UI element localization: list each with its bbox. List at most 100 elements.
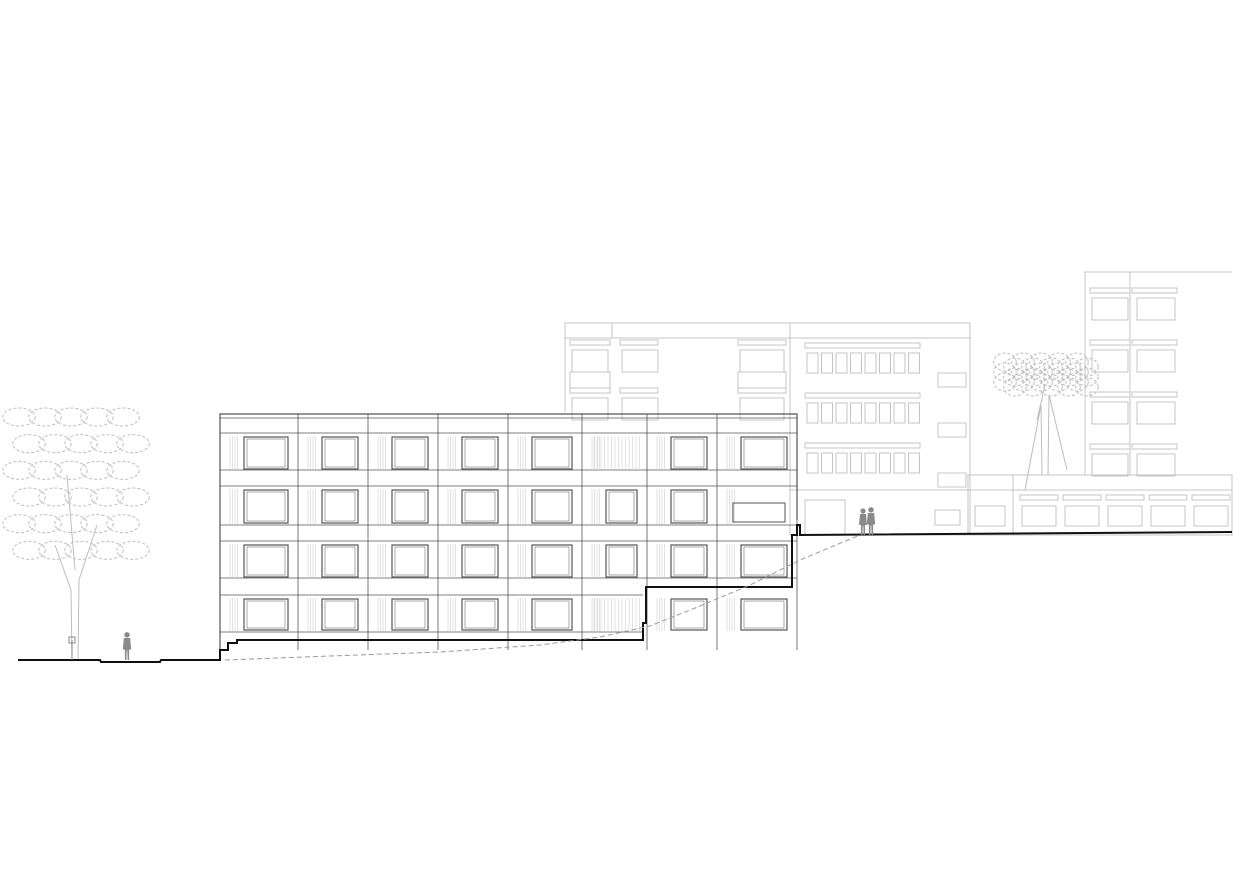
window [908,452,920,474]
trunk [1024,404,1043,491]
window [243,489,289,524]
window [670,544,708,578]
window-frame [534,546,570,576]
foliage [2,514,36,534]
window [571,397,609,421]
foliage [54,514,88,534]
window [670,436,708,470]
window [1021,505,1057,527]
foliage [12,487,46,507]
balcony-band [1131,287,1178,294]
outline [564,322,790,412]
sign [68,636,76,644]
foliage [1075,377,1099,397]
window [461,436,499,470]
tree-left [2,407,150,661]
human-figures [68,507,876,660]
foliage [64,487,98,507]
foliage [28,514,62,534]
window [821,402,833,424]
signpost [68,636,76,660]
window [740,436,788,470]
window [461,489,499,524]
foliage [38,540,72,560]
window [893,352,906,374]
window [1136,453,1176,477]
window [893,452,906,474]
window-frame [246,546,286,576]
window [879,352,891,374]
foliage [106,514,140,534]
window-frame [743,600,785,629]
foliage [12,434,46,454]
balcony-band [619,387,659,394]
foliage [80,514,114,534]
window [391,436,429,470]
head [868,507,874,513]
window [864,402,877,424]
foliage [80,460,114,480]
window [879,452,891,474]
balcony-band [1131,443,1178,450]
balcony-band [569,339,611,346]
window-frame [324,438,356,468]
background-buildings [564,271,1233,536]
balcony-band [737,339,787,346]
balcony-band [1131,391,1178,398]
foliage [1039,367,1063,387]
foliage [1039,357,1063,377]
foliage [28,407,62,427]
window [1064,505,1100,527]
window [321,598,359,631]
window-frame [246,600,286,629]
body [122,637,132,660]
window [531,436,573,470]
window [739,349,785,373]
window-frame [608,546,635,576]
window-frame [324,491,356,522]
window [893,402,906,424]
window-frame [394,600,426,629]
window [974,505,1006,527]
window [821,352,833,374]
band [1148,494,1188,501]
window [806,352,819,374]
foliage [54,407,88,427]
window [835,352,848,374]
balcony-band [569,387,611,394]
balcony-band [1131,339,1178,346]
foliage [116,487,150,507]
window [835,402,848,424]
foliage [1021,367,1045,387]
foliage [1075,367,1099,387]
foliage [90,487,124,507]
terrain [18,524,1233,663]
window [1091,453,1129,477]
window-frame [673,438,705,468]
window [1091,349,1129,373]
body [859,514,867,535]
window-frame [246,438,286,468]
entrance-door [804,499,846,536]
door-panel [732,502,786,523]
balcony-band [1089,339,1131,346]
foliage [2,460,36,480]
window-frame [743,546,785,576]
window-frame [608,491,635,522]
window [321,544,359,578]
window [605,544,638,578]
window [531,598,573,631]
window [621,397,659,421]
window [1193,505,1229,527]
window [879,402,891,424]
window [531,544,573,578]
main-building [219,413,798,650]
window [605,489,638,524]
window-frame [394,438,426,468]
foliage [90,434,124,454]
window [908,352,920,374]
foliage [80,407,114,427]
foliage [1039,377,1063,397]
window-frame [743,438,785,468]
foliage [38,434,72,454]
